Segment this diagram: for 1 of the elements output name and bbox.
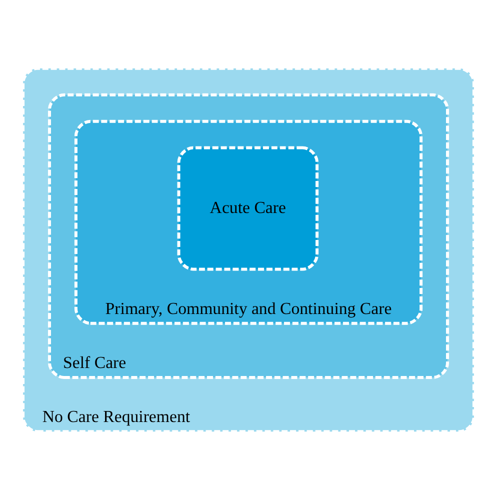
node-box: Acute Care <box>177 146 319 270</box>
